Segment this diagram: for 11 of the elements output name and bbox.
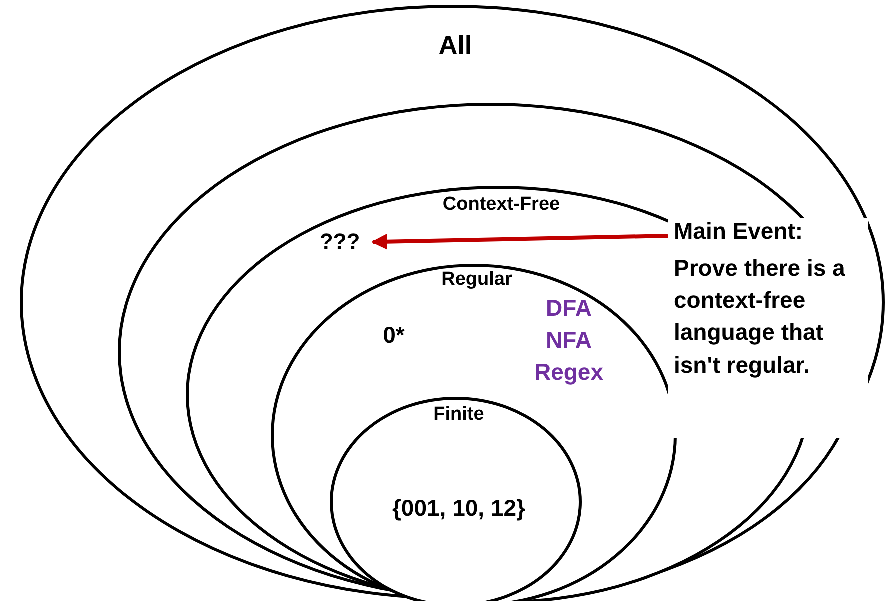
callout-heading: Main Event: xyxy=(674,218,804,246)
set-label: Context-Free xyxy=(442,194,562,217)
set-label: Regular xyxy=(440,269,514,292)
example-text: {001, 10, 12} xyxy=(391,495,526,523)
set-label: Finite xyxy=(432,404,486,427)
callout-text: Prove there is a context-free language that isn't regular. xyxy=(674,254,846,380)
question-marks: ??? xyxy=(318,229,362,256)
set-label: All xyxy=(438,30,474,62)
example-text: 0* xyxy=(382,322,406,350)
arrow xyxy=(371,234,668,250)
example-text: DFA NFA Regex xyxy=(533,294,605,388)
